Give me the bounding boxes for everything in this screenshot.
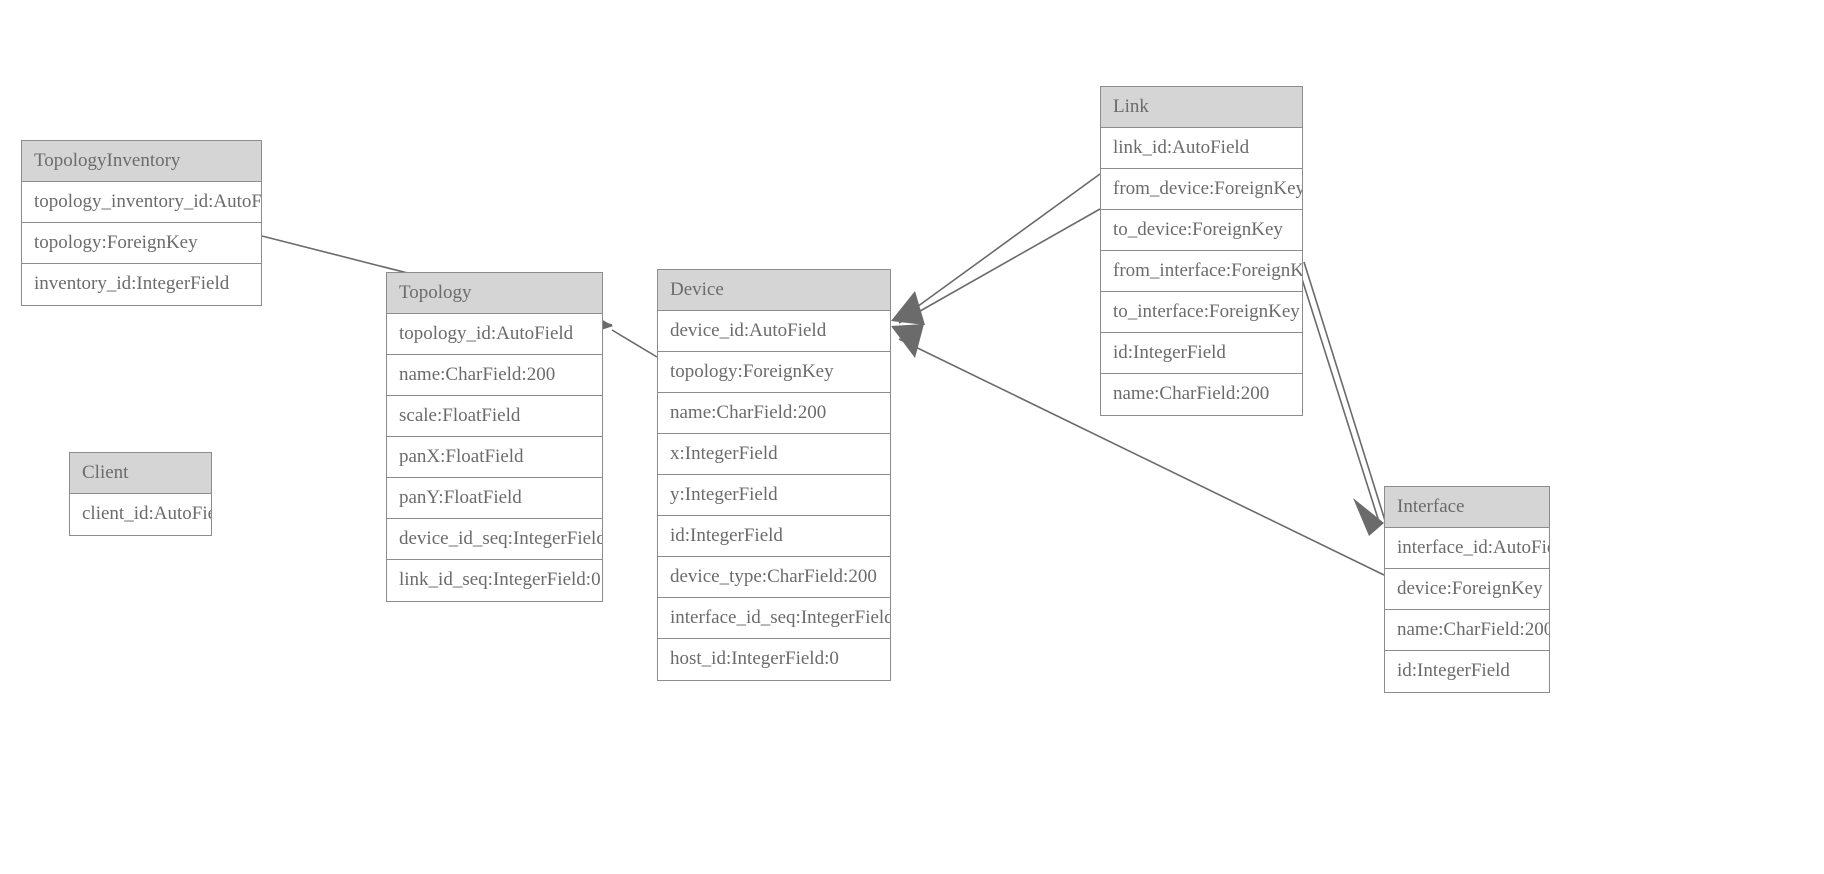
entity-client[interactable]: Client client_id:AutoField	[69, 452, 212, 536]
edge-link-to-device	[898, 208, 1101, 324]
entity-field-link-3: from_interface:ForeignKey	[1101, 251, 1302, 292]
entity-field-topology-5: device_id_seq:IntegerField:0	[387, 519, 602, 560]
entity-field-device-6: device_type:CharField:200	[658, 557, 890, 598]
entity-field-link-6: name:CharField:200	[1101, 374, 1302, 415]
entity-topology-inventory[interactable]: TopologyInventory topology_inventory_id:…	[21, 140, 262, 306]
entity-field-link-1: from_device:ForeignKey	[1101, 169, 1302, 210]
entity-title-topology: Topology	[387, 273, 602, 314]
edge-device-topology	[611, 329, 658, 358]
arrowhead-device-upper	[891, 291, 925, 325]
entity-field-topology-6: link_id_seq:IntegerField:0	[387, 560, 602, 601]
entity-field-device-1: topology:ForeignKey	[658, 352, 890, 393]
entity-field-link-2: to_device:ForeignKey	[1101, 210, 1302, 251]
entity-field-link-0: link_id:AutoField	[1101, 128, 1302, 169]
entity-link[interactable]: Link link_id:AutoField from_device:Forei…	[1100, 86, 1303, 416]
entity-field-interface-0: interface_id:AutoField	[1385, 528, 1549, 569]
entity-device[interactable]: Device device_id:AutoField topology:Fore…	[657, 269, 891, 681]
arrowhead-device-lower	[891, 324, 924, 358]
entity-field-topology-3: panX:FloatField	[387, 437, 602, 478]
entity-title-interface: Interface	[1385, 487, 1549, 528]
arrowhead-interface	[1353, 498, 1384, 536]
entity-field-device-5: id:IntegerField	[658, 516, 890, 557]
entity-field-topology-inventory-2: inventory_id:IntegerField	[22, 264, 261, 305]
entity-field-topology-4: panY:FloatField	[387, 478, 602, 519]
entity-field-device-2: name:CharField:200	[658, 393, 890, 434]
entity-field-topology-inventory-1: topology:ForeignKey	[22, 223, 261, 264]
entity-title-client: Client	[70, 453, 211, 494]
entity-field-link-5: id:IntegerField	[1101, 333, 1302, 374]
entity-field-client-0: client_id:AutoField	[70, 494, 211, 535]
edge-link-from-interface	[1295, 259, 1381, 526]
entity-field-topology-1: name:CharField:200	[387, 355, 602, 396]
entity-field-interface-3: id:IntegerField	[1385, 651, 1549, 692]
entity-field-topology-2: scale:FloatField	[387, 396, 602, 437]
entity-field-interface-1: device:ForeignKey	[1385, 569, 1549, 610]
entity-title-link: Link	[1101, 87, 1302, 128]
entity-field-topology-0: topology_id:AutoField	[387, 314, 602, 355]
entity-title-device: Device	[658, 270, 890, 311]
entity-field-topology-inventory-0: topology_inventory_id:AutoField	[22, 182, 261, 223]
edge-link-to-interface	[1303, 261, 1388, 528]
entity-field-device-7: interface_id_seq:IntegerField:0	[658, 598, 890, 639]
entity-field-device-4: y:IntegerField	[658, 475, 890, 516]
entity-field-device-0: device_id:AutoField	[658, 311, 890, 352]
edge-link-from-device	[898, 173, 1101, 321]
entity-title-topology-inventory: TopologyInventory	[22, 141, 261, 182]
entity-interface[interactable]: Interface interface_id:AutoField device:…	[1384, 486, 1550, 693]
entity-field-link-4: to_interface:ForeignKey	[1101, 292, 1302, 333]
entity-topology[interactable]: Topology topology_id:AutoField name:Char…	[386, 272, 603, 602]
entity-field-device-3: x:IntegerField	[658, 434, 890, 475]
entity-field-device-8: host_id:IntegerField:0	[658, 639, 890, 680]
entity-field-interface-2: name:CharField:200	[1385, 610, 1549, 651]
